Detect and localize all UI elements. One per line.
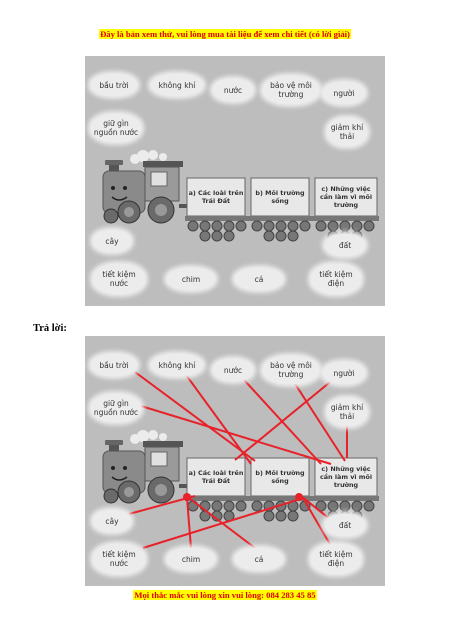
word-cloud-khong-khi: không khí bbox=[151, 354, 203, 376]
word-cloud-cay: cây bbox=[93, 510, 131, 532]
train-cars bbox=[185, 177, 379, 221]
word-cloud-bau-troi: bầu trời bbox=[91, 74, 137, 96]
connector-dots bbox=[183, 493, 303, 501]
car-label-b: b) Môi trường sống bbox=[255, 469, 305, 485]
word-cloud-nguoi: người bbox=[323, 362, 365, 384]
car-label-a: a) Các loài trên Trái Đất bbox=[188, 189, 244, 205]
word-cloud-giam-khi-thai: giảm khí thải bbox=[327, 118, 367, 146]
word-cloud-nuoc: nước bbox=[213, 79, 253, 101]
answer-image: bầu trời không khí nước bảo vệ môi trườn… bbox=[85, 336, 385, 586]
answer-heading: Trả lời: bbox=[33, 323, 67, 334]
word-cloud-bao-ve-moi-truong: bảo vệ môi trường bbox=[263, 76, 319, 104]
car-label-c: c) Những việc cần làm vì môi trường bbox=[319, 185, 373, 209]
word-cloud-ca: cá bbox=[235, 268, 283, 290]
word-cloud-giu-gin-nguon-nuoc: giữ gìn nguồn nước bbox=[91, 114, 141, 142]
train-wheels bbox=[187, 220, 375, 242]
word-cloud-chim: chim bbox=[167, 268, 215, 290]
car-label-b: b) Môi trường sống bbox=[255, 189, 305, 205]
train-cars bbox=[185, 457, 379, 501]
train-illustration bbox=[102, 150, 379, 242]
word-cloud-nguoi: người bbox=[323, 82, 365, 104]
word-cloud-dat: đất bbox=[325, 234, 365, 256]
contact-banner: Mọi thắc mắc vui lòng xin vui lòng: 084 … bbox=[133, 590, 317, 600]
word-cloud-bau-troi: bầu trời bbox=[91, 354, 137, 376]
word-cloud-dat: đất bbox=[325, 514, 365, 536]
word-cloud-giam-khi-thai: giảm khí thải bbox=[327, 398, 367, 426]
word-cloud-cay: cây bbox=[93, 230, 131, 252]
word-cloud-bao-ve-moi-truong: bảo vệ môi trường bbox=[263, 356, 319, 384]
word-cloud-tiet-kiem-dien: tiết kiệm điện bbox=[311, 264, 361, 294]
locomotive-icon bbox=[102, 160, 191, 224]
word-cloud-tiet-kiem-dien: tiết kiệm điện bbox=[311, 544, 361, 574]
word-cloud-nuoc: nước bbox=[213, 359, 253, 381]
word-cloud-giu-gin-nguon-nuoc: giữ gìn nguồn nước bbox=[91, 394, 141, 422]
word-cloud-khong-khi: không khí bbox=[151, 74, 203, 96]
car-label-a: a) Các loài trên Trái Đất bbox=[188, 469, 244, 485]
word-cloud-chim: chim bbox=[167, 548, 215, 570]
car-label-c: c) Những việc cần làm vì môi trường bbox=[319, 465, 373, 489]
word-cloud-tiet-kiem-nuoc: tiết kiệm nước bbox=[93, 544, 145, 574]
word-cloud-ca: cá bbox=[235, 548, 283, 570]
preview-notice-banner: Đây là bản xem thử, vui lòng mua tài liệ… bbox=[99, 29, 351, 39]
word-cloud-tiet-kiem-nuoc: tiết kiệm nước bbox=[93, 264, 145, 294]
train-illustration-answer bbox=[102, 367, 379, 549]
exercise-image: bầu trời không khí nước bảo vệ môi trườn… bbox=[85, 56, 385, 306]
locomotive-icon bbox=[102, 440, 191, 504]
